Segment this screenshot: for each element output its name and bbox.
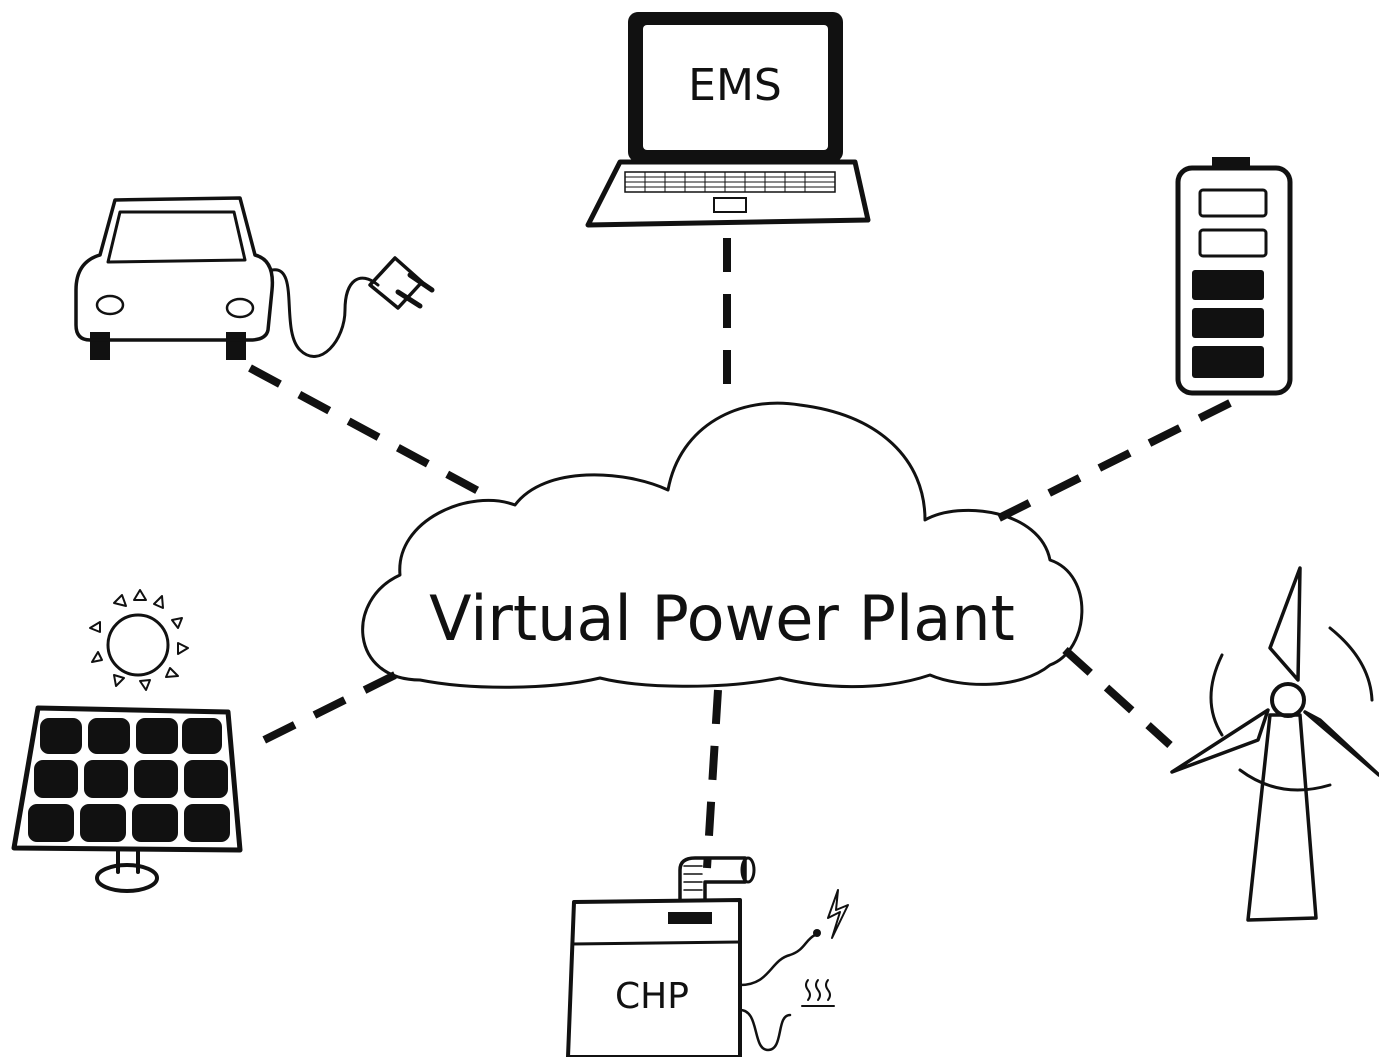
ems-label: EMS xyxy=(688,60,782,111)
connector-chp xyxy=(703,689,722,869)
cloud-icon: Virtual Power Plant xyxy=(361,401,1084,689)
sun-icon xyxy=(89,589,189,691)
laptop-icon: EMS xyxy=(585,12,871,228)
chp-unit-icon: CHP xyxy=(566,856,849,1057)
connectors xyxy=(246,238,1232,869)
electric-car-icon xyxy=(74,196,435,360)
connector-battery xyxy=(983,399,1232,529)
connector-ev xyxy=(248,364,497,504)
center-label: Virtual Power Plant xyxy=(429,582,1015,655)
solar-panel-icon xyxy=(11,705,243,893)
connector-solar xyxy=(246,671,397,752)
wind-turbine-icon xyxy=(1170,566,1379,922)
chp-label: CHP xyxy=(615,976,689,1017)
connector-wind xyxy=(1062,647,1173,748)
battery-icon xyxy=(1175,157,1293,396)
